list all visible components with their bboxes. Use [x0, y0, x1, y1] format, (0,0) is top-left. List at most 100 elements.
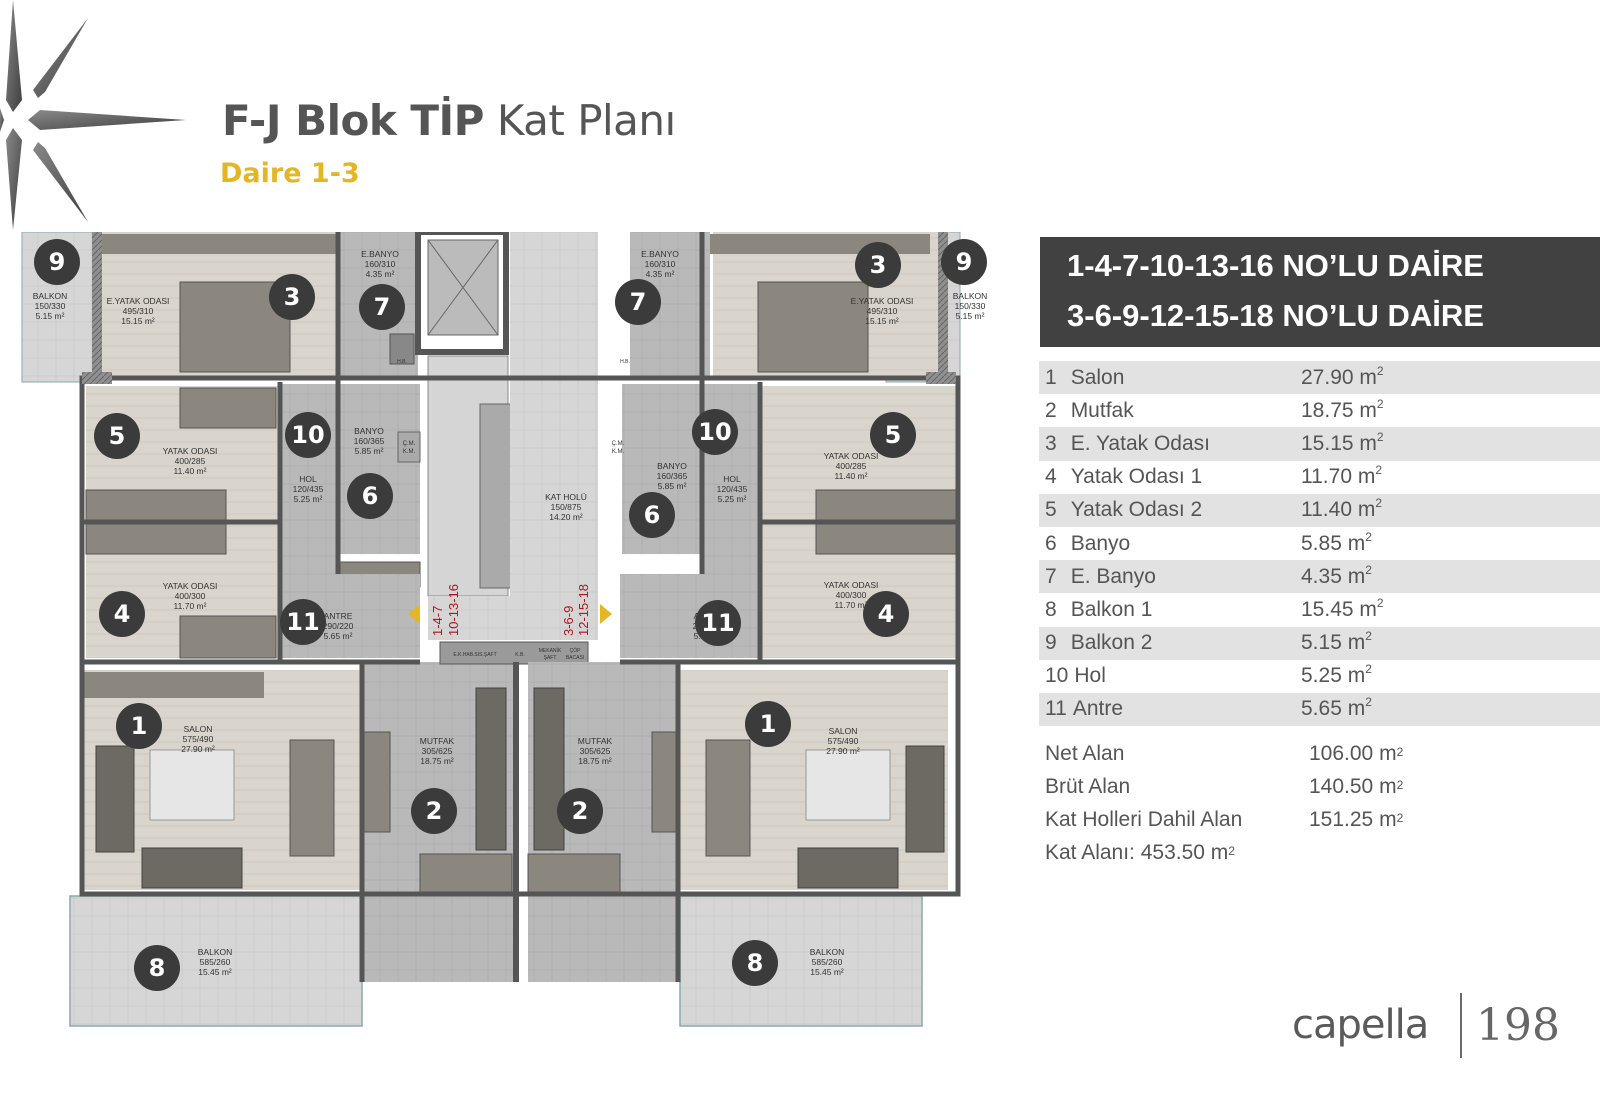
badge-circle — [134, 945, 180, 991]
badge-circle — [863, 591, 909, 637]
badge-circle — [116, 703, 162, 749]
label-e-banyo-l-area: 4.35 m² — [366, 269, 395, 279]
room-number-badge: 11 — [695, 600, 741, 646]
room-number-badge: 11 — [280, 599, 326, 645]
room-number: 2 — [1045, 398, 1057, 422]
badge-number: 4 — [114, 600, 131, 628]
label-cm-right: Ç.M. — [612, 441, 625, 447]
room-number-badge: 2 — [557, 788, 603, 834]
room-number-badge: 4 — [863, 591, 909, 637]
label-hol-l-area: 5.25 m² — [294, 494, 323, 504]
label-yatak5-l-area: 11.40 m² — [174, 466, 207, 476]
badge-circle — [615, 279, 661, 325]
label-banyo-l-dim: 160/365 — [354, 436, 385, 446]
room-banyo-left — [340, 384, 420, 554]
badge-number: 8 — [747, 949, 764, 977]
label-e-banyo-r: E.BANYO — [641, 249, 679, 259]
label-balkon-large-l-dim: 585/260 — [200, 957, 231, 967]
total-value: 140.50 m — [1309, 774, 1397, 798]
footer-divider — [1460, 993, 1462, 1058]
label-e-yatak-r: E.YATAK ODASI — [851, 296, 914, 306]
room-name: Hol — [1074, 664, 1106, 688]
room-area-value: 11.40 m — [1301, 498, 1376, 522]
label-balkon-small-r-dim: 150/330 — [955, 301, 986, 311]
badge-circle — [745, 701, 791, 747]
arrow-right-unit — [600, 604, 612, 624]
unit-superscript: 2 — [1365, 529, 1372, 544]
room-number: 9 — [1045, 631, 1057, 655]
room-number: 5 — [1045, 498, 1057, 522]
label-balkon-large-l: BALKON — [198, 947, 233, 957]
badge-number: 7 — [374, 293, 391, 321]
label-banyo-l-area: 5.85 m² — [355, 446, 384, 456]
label-banyo-r: BANYO — [657, 461, 687, 471]
room-name-cell: 4 Yatak Odası 1 — [1039, 465, 1301, 489]
label-e-banyo-r-dim: 160/310 — [645, 259, 676, 269]
page-title: F-J Blok TİP Kat Planı — [222, 96, 676, 145]
room-area: 18.75 m2 — [1301, 397, 1384, 423]
badge-circle — [855, 242, 901, 288]
room-area-value: 5.65 m — [1301, 697, 1366, 721]
room-number-badge: 5 — [870, 412, 916, 458]
unit-superscript: 2 — [1365, 562, 1372, 577]
label-banyo-r-dim: 160/365 — [657, 471, 688, 481]
room-number: 7 — [1045, 564, 1057, 588]
room-number-badge: 3 — [855, 242, 901, 288]
room-number-badge: 9 — [34, 239, 80, 285]
unit-superscript: 2 — [1365, 629, 1372, 644]
badge-circle — [411, 788, 457, 834]
total-label: Brüt Alan — [1045, 774, 1131, 798]
unit-label-right-2: 12-15-18 — [576, 584, 591, 636]
label-yatak4-r: YATAK ODASI — [824, 580, 879, 590]
label-balkon-small-r: BALKON — [953, 291, 988, 301]
label-shaft-mek-2: ŞAFT — [544, 655, 557, 661]
label-hb-right: H.B. — [620, 359, 630, 365]
label-hol-r-area: 5.25 m² — [718, 494, 747, 504]
label-salon-l-dim: 575/490 — [183, 734, 214, 744]
room-labels-left: BALKON 150/330 5.15 m² E.YATAK ODASI 495… — [33, 249, 587, 977]
total-value: 106.00 m — [1309, 741, 1397, 765]
unit-superscript: 2 — [1396, 777, 1404, 792]
label-balkon-small-l: BALKON — [33, 291, 68, 301]
label-yatak5-l: YATAK ODASI — [163, 446, 218, 456]
room-area: 15.45 m2 — [1301, 596, 1384, 622]
room-name: Yatak Odası 1 — [1070, 465, 1203, 489]
room-number: 4 — [1045, 465, 1057, 489]
label-balkon-large-r-area: 15.45 m² — [810, 967, 844, 977]
unit-label-left-1: 1-4-7 — [430, 606, 445, 636]
label-e-yatak-r-dim: 495/310 — [867, 306, 898, 316]
badge-circle — [870, 412, 916, 458]
room-number: 10 — [1045, 664, 1069, 688]
room-labels-right: BALKON 150/330 5.15 m² E.YATAK ODASI 495… — [578, 249, 987, 977]
room-area-value: 5.25 m — [1301, 664, 1366, 688]
room-area-value: 11.70 m — [1301, 465, 1376, 489]
label-shaft-elk: E.K.HAB.SIS.ŞAFT — [453, 652, 496, 658]
label-salon-r-area: 27.90 m² — [826, 746, 860, 756]
label-km-left: K.M. — [403, 449, 416, 455]
room-area-value: 5.15 m — [1301, 631, 1366, 655]
room-number-badge: 9 — [941, 239, 987, 285]
badge-circle — [34, 239, 80, 285]
room-area: 5.65 m2 — [1301, 695, 1372, 721]
room-name: Antre — [1072, 697, 1124, 721]
unit-superscript: 2 — [1228, 843, 1235, 858]
label-kat-holu: KAT HOLÜ — [545, 492, 587, 502]
room-number-badge: 2 — [411, 788, 457, 834]
badge-number: 6 — [362, 482, 379, 510]
room-name: Salon — [1070, 365, 1125, 389]
total-value: 151.25 m — [1309, 807, 1397, 831]
total-label: Net Alan — [1045, 741, 1125, 765]
badge-circle — [99, 591, 145, 637]
